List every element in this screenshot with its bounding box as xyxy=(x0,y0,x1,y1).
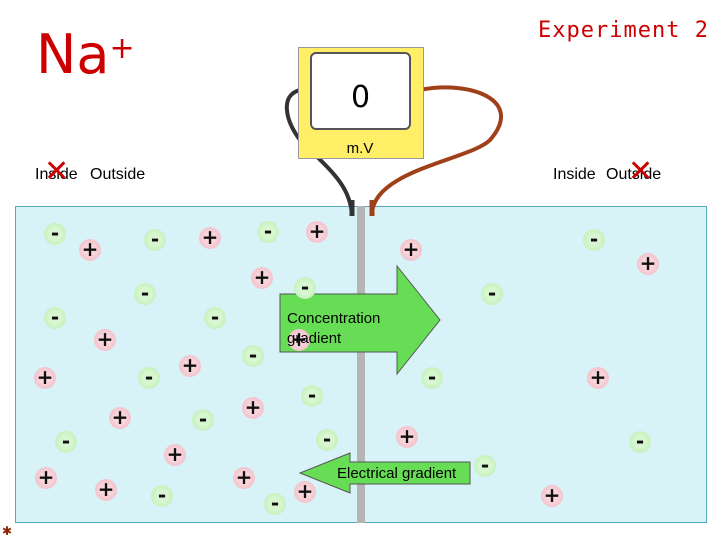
positive-ion: + xyxy=(94,329,116,351)
positive-ion: + xyxy=(35,467,57,489)
positive-ion: + xyxy=(251,267,273,289)
negative-ion: - xyxy=(421,367,443,389)
right-wire xyxy=(370,85,504,216)
positive-ion: + xyxy=(400,239,422,261)
voltmeter-display: 0 xyxy=(310,52,411,130)
negative-ion: - xyxy=(583,229,605,251)
negative-ion: - xyxy=(204,307,226,329)
negative-ion: - xyxy=(629,431,651,453)
negative-ion: - xyxy=(44,223,66,245)
right-cross-icon: ✕ xyxy=(628,155,654,188)
positive-ion: + xyxy=(396,426,418,448)
concentration-gradient-label: Concentration gradient xyxy=(287,310,381,347)
positive-ion: + xyxy=(34,367,56,389)
positive-ion: + xyxy=(637,253,659,275)
negative-ion: - xyxy=(481,283,503,305)
positive-ion: + xyxy=(199,227,221,249)
negative-ion: - xyxy=(55,431,77,453)
voltmeter-value: 0 xyxy=(350,80,371,115)
positive-ion: + xyxy=(587,367,609,389)
negative-ion: - xyxy=(474,455,496,477)
electrical-arrow xyxy=(298,452,471,494)
positive-ion: + xyxy=(164,444,186,466)
negative-ion: - xyxy=(316,429,338,451)
negative-ion: - xyxy=(144,229,166,251)
negative-ion: - xyxy=(264,493,286,515)
left-inside-label: Inside xyxy=(35,166,78,183)
negative-ion: - xyxy=(134,283,156,305)
right-inside-label: Inside xyxy=(553,166,596,183)
negative-ion: - xyxy=(192,409,214,431)
corner-bug-icon: ✱ xyxy=(2,524,13,538)
electrical-gradient-label: Electrical gradient xyxy=(337,465,457,482)
negative-ion: - xyxy=(151,485,173,507)
positive-ion: + xyxy=(288,329,310,351)
negative-ion: - xyxy=(138,367,160,389)
negative-ion: - xyxy=(257,221,279,243)
positive-ion: + xyxy=(541,485,563,507)
left-outside-label: Outside xyxy=(90,166,146,183)
ion-symbol: Na xyxy=(36,23,110,86)
positive-ion: + xyxy=(179,355,201,377)
negative-ion: - xyxy=(301,385,323,407)
ion-charge: + xyxy=(109,31,135,66)
positive-ion: + xyxy=(79,239,101,261)
right-outside-label: Outside xyxy=(606,166,662,183)
voltmeter-unit: m.V xyxy=(346,140,374,157)
negative-ion: - xyxy=(242,345,264,367)
ion-title: Na+ xyxy=(36,28,135,82)
positive-ion: + xyxy=(95,479,117,501)
positive-ion: + xyxy=(306,221,328,243)
positive-ion: + xyxy=(109,407,131,429)
negative-ion: - xyxy=(294,277,316,299)
positive-ion: + xyxy=(294,481,316,503)
positive-ion: + xyxy=(242,397,264,419)
concentration-arrow xyxy=(279,264,441,376)
negative-ion: - xyxy=(44,307,66,329)
membrane xyxy=(357,206,365,523)
experiment-label: Experiment 2 xyxy=(538,18,709,43)
left-cross-icon: ✕ xyxy=(44,155,70,188)
positive-ion: + xyxy=(233,467,255,489)
